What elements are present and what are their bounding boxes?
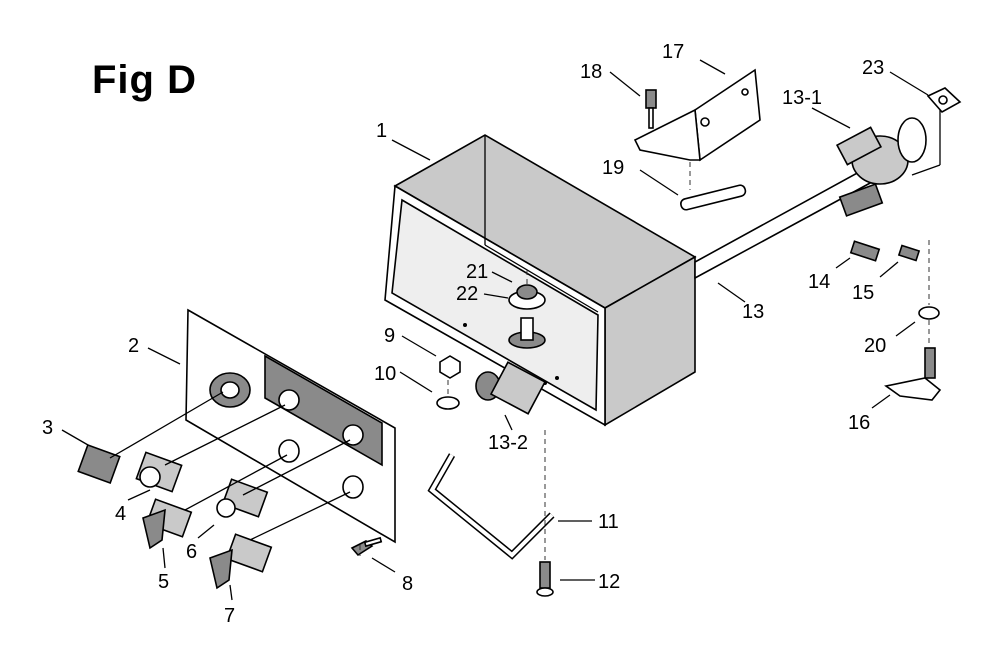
mounting-bracket bbox=[633, 68, 761, 211]
callout-14: 14 bbox=[808, 271, 830, 293]
callout-11: 11 bbox=[598, 511, 619, 533]
callout-labels: 1 2 3 4 5 6 7 8 9 10 11 12 13 13-1 13-2 … bbox=[42, 41, 886, 627]
assembly-lines bbox=[109, 110, 941, 560]
arm-mount bbox=[475, 361, 547, 415]
callout-13: 13 bbox=[742, 301, 764, 323]
callout-9: 9 bbox=[384, 325, 395, 347]
support-arm bbox=[694, 117, 927, 280]
callout-16: 16 bbox=[848, 412, 870, 434]
callout-22: 22 bbox=[456, 283, 478, 305]
callout-21: 21 bbox=[466, 261, 488, 283]
callout-6: 6 bbox=[186, 541, 197, 563]
callout-20: 20 bbox=[864, 335, 886, 357]
callout-1: 1 bbox=[376, 120, 387, 142]
control-box bbox=[384, 134, 697, 427]
handle-hardware bbox=[427, 355, 555, 597]
callout-17: 17 bbox=[662, 41, 684, 63]
callout-18: 18 bbox=[580, 61, 602, 83]
callout-7: 7 bbox=[224, 605, 235, 627]
callout-15: 15 bbox=[852, 282, 874, 304]
callout-8: 8 bbox=[402, 573, 413, 595]
callout-5: 5 bbox=[158, 571, 169, 593]
callout-19: 19 bbox=[602, 157, 624, 179]
callout-3: 3 bbox=[42, 417, 53, 439]
leader-lines bbox=[61, 59, 929, 601]
post-nut-washer bbox=[508, 284, 546, 349]
figure-title: Fig D bbox=[92, 58, 197, 102]
callout-10: 10 bbox=[374, 363, 396, 385]
callout-23: 23 bbox=[862, 57, 884, 79]
right-hardware bbox=[849, 87, 962, 401]
callout-13-2: 13-2 bbox=[488, 432, 528, 454]
callout-13-1: 13-1 bbox=[782, 87, 822, 109]
callout-12: 12 bbox=[598, 571, 620, 593]
callout-4: 4 bbox=[115, 503, 126, 525]
callout-2: 2 bbox=[128, 335, 139, 357]
